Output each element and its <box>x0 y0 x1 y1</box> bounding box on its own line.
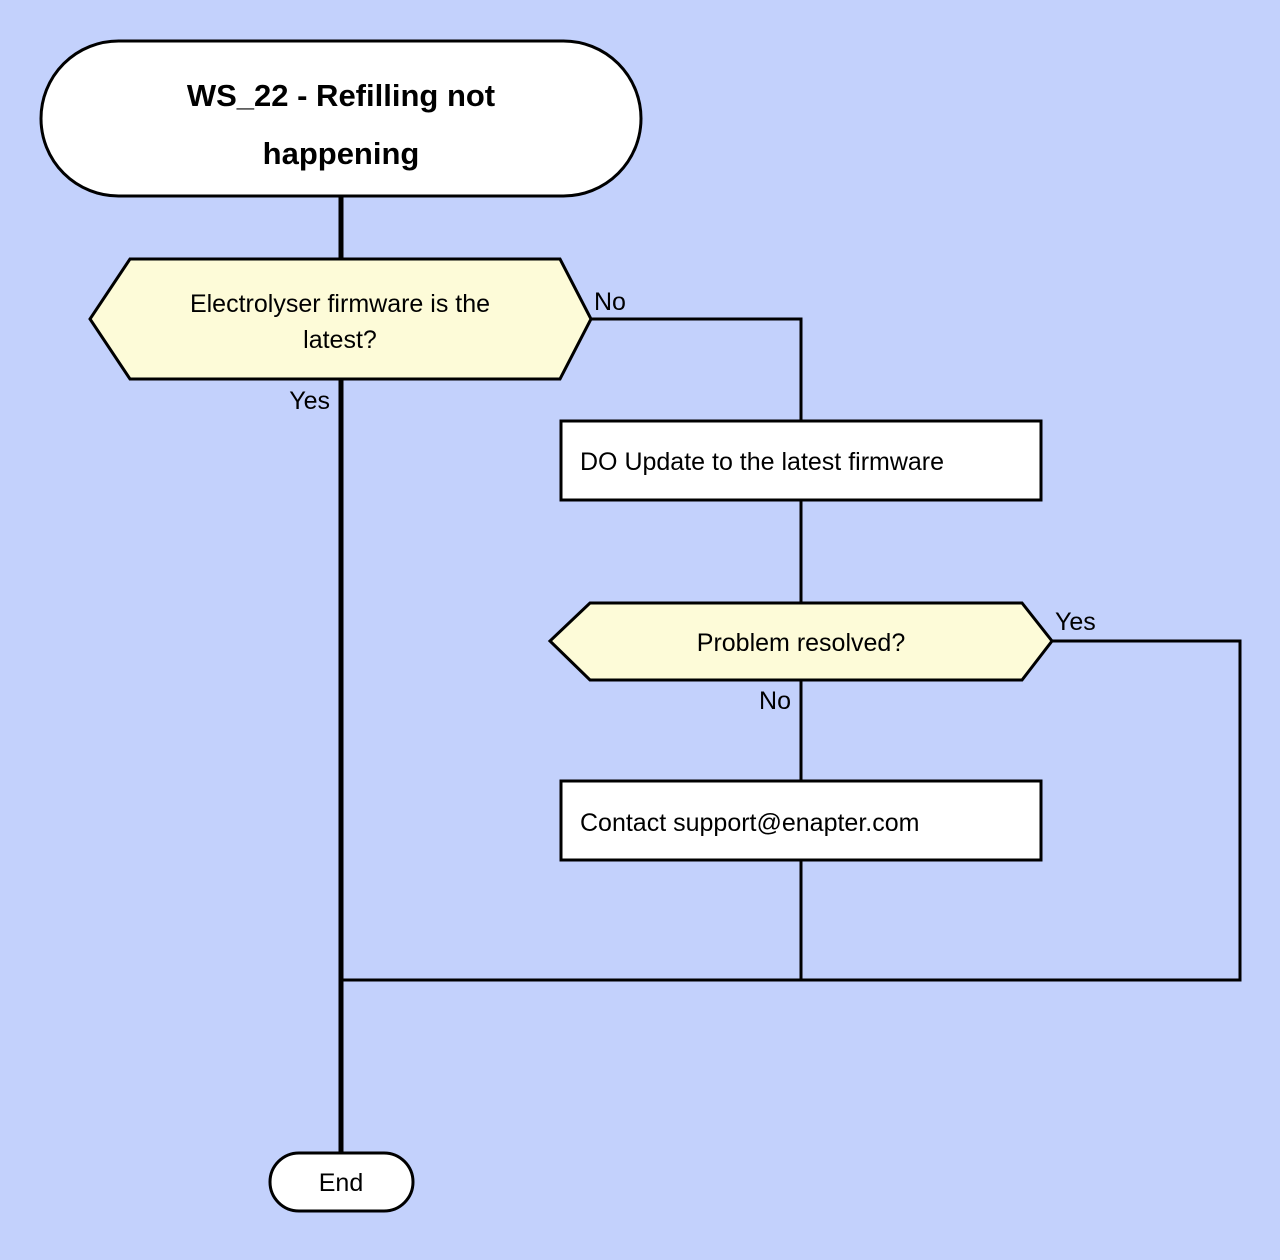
node-problem-resolved[interactable]: Problem resolved? <box>547 601 1054 682</box>
node-firmware-check-label-line2: latest? <box>303 326 377 354</box>
node-start-shape <box>39 39 643 198</box>
edge-label-firmware-no: No <box>594 288 626 316</box>
node-problem-resolved-shape <box>547 601 1054 682</box>
node-start-label-line1: WS_22 - Refilling not <box>187 78 495 113</box>
node-do-update[interactable]: DO Update to the latest firmware <box>559 419 1043 502</box>
node-contact-support-label: Contact support@enapter.com <box>580 809 919 837</box>
node-firmware-check-shape <box>88 257 593 381</box>
node-contact-support-shape <box>559 779 1043 862</box>
node-problem-resolved-label: Problem resolved? <box>697 629 905 657</box>
node-start[interactable]: WS_22 - Refilling not happening <box>39 39 643 198</box>
edge-label-firmware-yes: Yes <box>289 387 330 415</box>
edge-label-resolved-no: No <box>759 687 791 715</box>
edge-label-resolved-yes: Yes <box>1055 608 1096 636</box>
node-contact-support[interactable]: Contact support@enapter.com <box>559 779 1043 862</box>
edge-firmware-no-to-update <box>591 317 803 421</box>
edge-resolved-yes-to-merge <box>341 639 1242 982</box>
node-end[interactable]: End <box>268 1151 415 1213</box>
node-do-update-shape <box>559 419 1043 502</box>
node-do-update-label: DO Update to the latest firmware <box>580 448 944 476</box>
node-firmware-check[interactable]: Electrolyser firmware is the latest? <box>88 257 593 381</box>
node-end-shape <box>268 1151 415 1213</box>
node-firmware-check-label-line1: Electrolyser firmware is the <box>190 290 490 318</box>
node-start-label-line2: happening <box>263 136 420 171</box>
node-end-label: End <box>319 1169 363 1197</box>
